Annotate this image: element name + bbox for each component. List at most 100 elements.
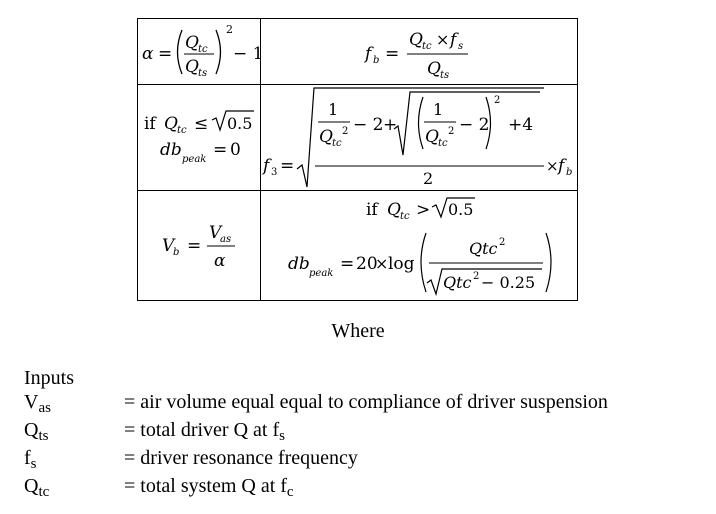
times-sign: × (375, 254, 388, 273)
f3-subscript: 3 (271, 167, 277, 178)
inner-q: Q (319, 127, 333, 147)
condition-q: Q (164, 114, 178, 134)
numerator-q: Q (409, 30, 423, 50)
numerator-q: Q (185, 33, 199, 53)
denominator-square: 2 (473, 271, 479, 282)
vb-formula: V b = V as α (162, 223, 235, 271)
alpha-formula: α = Q tc Q ts 2 − 1 (142, 23, 261, 79)
equals-sign: = (213, 140, 227, 160)
equals-sign: = (385, 44, 399, 64)
equals-sign: = (187, 236, 201, 256)
denominator-alpha: α (214, 251, 226, 271)
condition-q-subscript: tc (400, 211, 410, 222)
definition-description: = total system Q at fc (124, 475, 294, 500)
left-paren (417, 96, 424, 150)
definition-description: = driver resonance frequency (124, 447, 358, 469)
plus-four: +4 (508, 115, 533, 135)
numerator-f: f (448, 30, 459, 50)
radicand: 0.5 (448, 200, 473, 219)
where-label: Where (331, 320, 385, 342)
condition-q-subscript: tc (177, 125, 187, 136)
minus-two: − 2 (353, 115, 383, 135)
f3-symbol: f (261, 156, 272, 176)
vb-symbol: V (162, 236, 176, 256)
denominator-qtc: Qtc (443, 273, 472, 292)
numerator-square: 2 (499, 237, 505, 248)
times-sign: × (436, 30, 449, 49)
low-q-condition: if Q tc ≤ 0.5 db peak = 0 (144, 110, 254, 165)
greater-sign: > (416, 200, 430, 220)
exponent: 2 (226, 23, 233, 36)
outer-radical (296, 87, 544, 188)
tail-f-subscript: b (566, 167, 572, 178)
numerator-subscript: as (220, 234, 231, 245)
radicand: 0.5 (227, 114, 252, 133)
right-paren (215, 29, 222, 75)
f3-formula: f 3 = 1 Q tc 2 − 2 + 1 Q tc 2 − 2 (261, 87, 572, 188)
coefficient: 20 (356, 254, 378, 274)
denominator-subscript: ts (440, 70, 449, 81)
alpha-symbol: α (142, 44, 154, 64)
numerator-qtc: Qtc (469, 239, 498, 258)
db-symbol: db (160, 140, 182, 160)
db-symbol: db (288, 254, 310, 274)
fb-formula-cell: f b = Q tc × f s Q ts (260, 18, 578, 85)
vb-formula-cell: V b = V as α (137, 190, 261, 301)
definition-symbol: Qts (24, 419, 49, 444)
definition-symbol: fs (24, 447, 37, 472)
nested-q-subscript: tc (438, 138, 448, 149)
main-denominator: 2 (423, 169, 433, 188)
definition-description: = air volume equal equal to compliance o… (124, 391, 608, 413)
if-keyword: if (144, 114, 157, 134)
fb-symbol: f (363, 44, 374, 64)
high-q-condition-cell: if Q tc > 0.5 db peak = 20 × log Qtc 2 Q… (260, 190, 578, 301)
db-peak-subscript: peak (309, 268, 333, 279)
equals-sign: = (158, 44, 172, 64)
equals-sign: = (340, 254, 354, 274)
outer-square: 2 (494, 95, 500, 106)
definition-symbol: Vas (24, 391, 51, 416)
definition-symbol: Qtc (24, 475, 50, 500)
formula-table: α = Q tc Q ts 2 − 1 f b = Q tc × (137, 18, 578, 301)
db-peak-subscript: peak (182, 154, 206, 165)
if-keyword: if (366, 200, 379, 220)
inner-radical (393, 91, 540, 156)
low-q-condition-cell: if Q tc ≤ 0.5 db peak = 0 (137, 84, 261, 191)
nested-one: 1 (433, 100, 443, 119)
denominator-radical (426, 268, 542, 297)
f3-formula-cell: f 3 = 1 Q tc 2 − 2 + 1 Q tc 2 − 2 (260, 84, 578, 191)
denominator-offset: − 0.25 (481, 273, 535, 292)
high-q-condition: if Q tc > 0.5 db peak = 20 × log Qtc 2 Q… (288, 197, 552, 297)
db-value: 0 (230, 140, 241, 160)
log-function: log (388, 254, 415, 274)
inner-q-subscript: tc (332, 138, 342, 149)
fb-formula: f b = Q tc × f s Q ts (363, 30, 468, 81)
right-paren (485, 96, 492, 150)
condition-q: Q (387, 200, 401, 220)
left-paren (176, 29, 183, 75)
numerator-f-subscript: s (458, 41, 463, 52)
numerator-q-subscript: tc (422, 41, 432, 52)
vb-subscript: b (173, 247, 179, 258)
numerator-subscript: tc (198, 44, 208, 55)
less-equal-sign: ≤ (194, 114, 208, 134)
tail-f: f (556, 156, 567, 176)
left-paren (420, 232, 427, 293)
nested-q-square: 2 (448, 126, 454, 137)
times-sign: × (546, 157, 559, 175)
denominator-subscript: ts (198, 68, 207, 79)
right-paren (545, 232, 552, 293)
radical-sign (431, 197, 475, 219)
equals-sign: = (280, 156, 294, 176)
plus-sign: + (383, 115, 397, 135)
nested-q: Q (425, 127, 439, 147)
inner-one: 1 (328, 100, 338, 119)
minus-one: − 1 (233, 44, 261, 64)
definition-description: = total driver Q at fs (124, 419, 285, 444)
alpha-formula-cell: α = Q tc Q ts 2 − 1 (137, 18, 261, 85)
inner-q-square: 2 (342, 126, 348, 137)
inputs-heading: Inputs (24, 367, 74, 389)
nested-minus-two: − 2 (459, 115, 489, 135)
denominator-q: Q (185, 57, 199, 77)
numerator-v: V (209, 223, 223, 243)
